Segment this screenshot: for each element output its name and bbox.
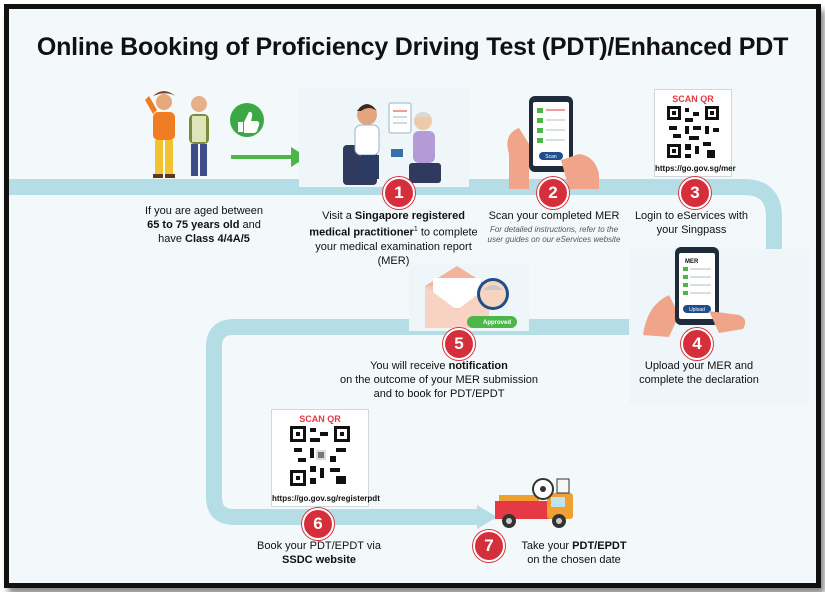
- step-7-text: Take your PDT/EPDT on the chosen date: [509, 539, 639, 567]
- step-7-badge: 7: [473, 530, 505, 562]
- mer-qr-code: SCAN QR https://go.gov.sg/mer: [654, 89, 732, 177]
- phone-scan-icon: Scan: [499, 94, 609, 189]
- step-2-badge: 2: [537, 177, 569, 209]
- truck-icon: [489, 477, 589, 533]
- step-3-badge: 3: [679, 177, 711, 209]
- step-4-badge: 4: [681, 328, 713, 360]
- svg-text:Scan: Scan: [545, 154, 557, 160]
- intro-text: If you are aged between 65 to 75 years o…: [129, 204, 279, 246]
- qr-code-icon: [667, 106, 719, 158]
- step-2-text: Scan your completed MER: [484, 209, 624, 223]
- step-2-note: For detailed instructions, refer to the …: [484, 225, 624, 245]
- phone-upload-icon: MER Upload: [639, 245, 759, 337]
- step-5-badge: 5: [443, 328, 475, 360]
- step-6-badge: 6: [302, 508, 334, 540]
- svg-text:Upload: Upload: [689, 307, 705, 313]
- step-1-text: Visit a Singapore registered medical pra…: [306, 209, 481, 268]
- qr-code-icon: [290, 426, 350, 486]
- infographic-frame: Online Booking of Proficiency Driving Te…: [4, 4, 821, 588]
- svg-text:Approved: Approved: [483, 320, 511, 326]
- step-1-badge: 1: [383, 177, 415, 209]
- step-4-text: Upload your MER and complete the declara…: [629, 359, 769, 387]
- step-5-text: You will receive notification on the out…: [339, 359, 539, 401]
- step-3-text: Login to eServices with your Singpass: [634, 209, 749, 237]
- doctor-patient-icon: [339, 97, 449, 189]
- envelope-notification-icon: Approved: [419, 264, 529, 334]
- elderly-couple-icon: [139, 84, 314, 184]
- svg-text:MER: MER: [685, 259, 699, 265]
- registerpdt-qr-code: SCAN QR https://go.gov.sg/registerpdt: [271, 409, 369, 507]
- step-6-text: Book your PDT/EPDT via SSDC website: [249, 539, 389, 567]
